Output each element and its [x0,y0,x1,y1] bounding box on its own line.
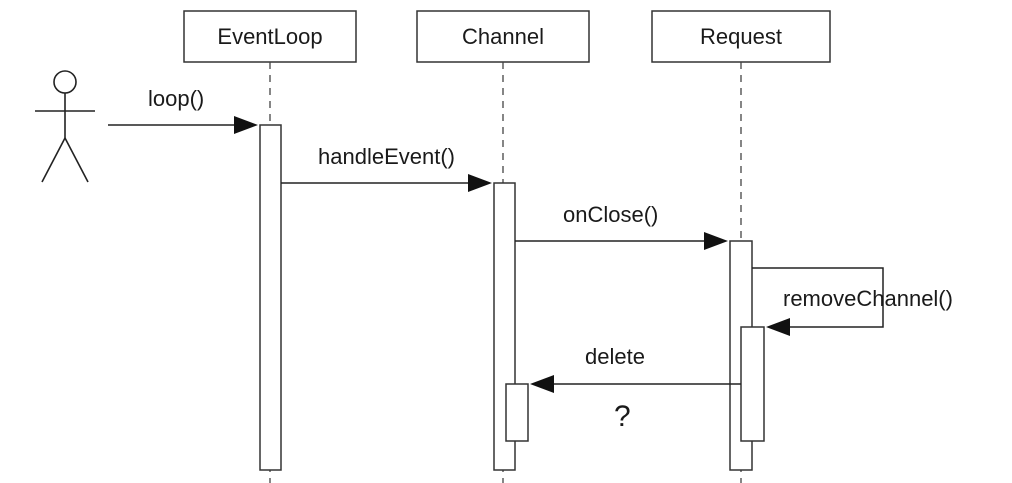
request-label: Request [700,24,782,49]
message-remove-channel-label: removeChannel() [783,286,953,311]
request-nested-activation [740,326,765,442]
request-box [651,10,831,63]
channel-label: Channel [462,24,544,49]
message-delete-label: delete [585,344,645,369]
channel-delete-activation [505,383,529,442]
message-remove-channel [752,267,884,336]
eventloop-box [183,10,357,63]
message-delete [530,375,741,393]
message-loop-label: loop() [148,86,204,111]
channel-box [416,10,590,63]
actor-figure [35,70,95,183]
message-handle-event-label: handleEvent() [318,144,455,169]
message-on-close [515,232,728,250]
message-on-close-label: onClose() [563,202,658,227]
message-loop [108,116,258,134]
question-mark: ? [614,400,631,433]
eventloop-label: EventLoop [217,24,322,49]
eventloop-activation [259,124,282,471]
message-handle-event [281,174,492,192]
